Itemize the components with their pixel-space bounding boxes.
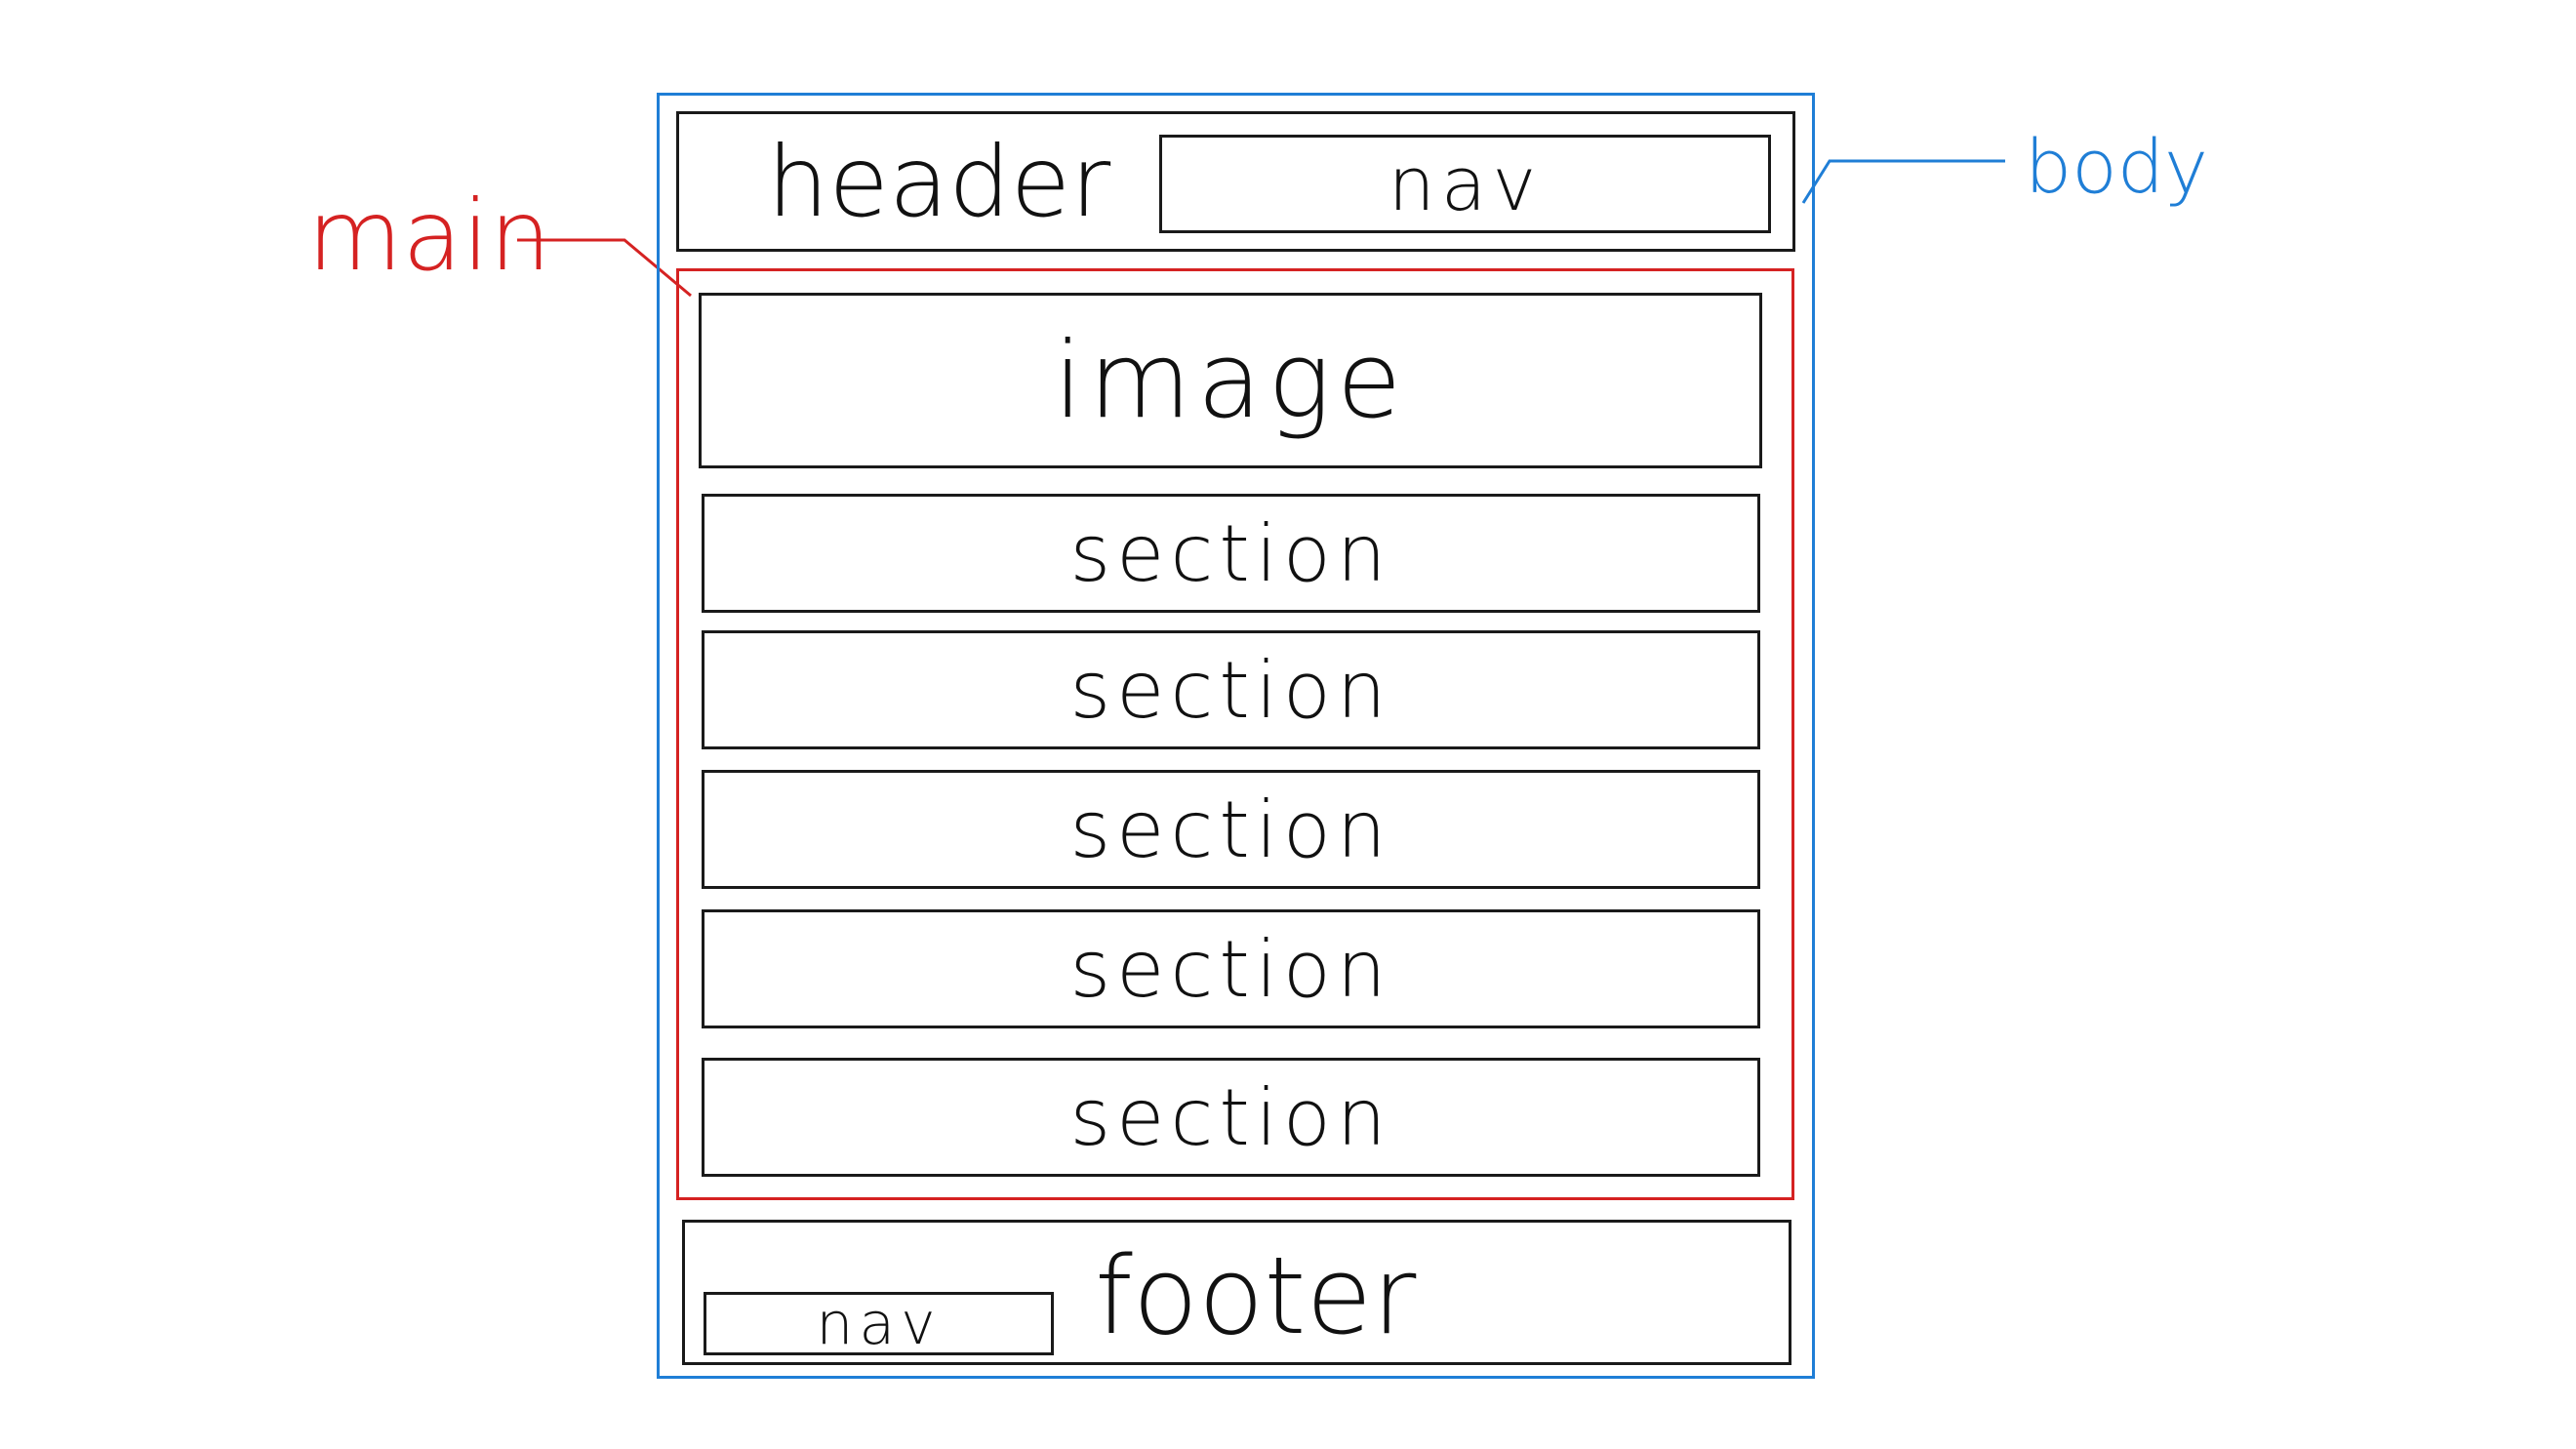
main-box xyxy=(676,268,1794,1200)
main-label: main xyxy=(307,179,551,293)
body-box xyxy=(657,93,1815,1379)
section-label: section xyxy=(1069,507,1392,599)
header-nav-label: nav xyxy=(1388,141,1543,227)
footer-nav-label: nav xyxy=(816,1289,942,1358)
footer-label: footer xyxy=(1095,1233,1417,1358)
main-connector xyxy=(517,238,692,298)
footer-nav-box: nav xyxy=(704,1289,1054,1358)
header-label: header xyxy=(767,125,1111,239)
section-box: section xyxy=(702,770,1760,889)
section-label: section xyxy=(1069,1071,1392,1163)
body-connector xyxy=(1801,159,2005,204)
section-box: section xyxy=(702,630,1760,749)
section-label: section xyxy=(1069,784,1392,875)
section-box: section xyxy=(702,909,1760,1028)
section-box: section xyxy=(702,1058,1760,1177)
section-label: section xyxy=(1069,644,1392,736)
header-box: header nav xyxy=(676,111,1795,252)
footer-box: nav footer xyxy=(682,1220,1791,1365)
section-box: section xyxy=(702,494,1760,613)
section-label: section xyxy=(1069,923,1392,1015)
image-box: image xyxy=(699,293,1762,468)
body-label: body xyxy=(2025,123,2208,210)
image-label: image xyxy=(1053,319,1408,442)
header-nav-box: nav xyxy=(1159,135,1771,233)
